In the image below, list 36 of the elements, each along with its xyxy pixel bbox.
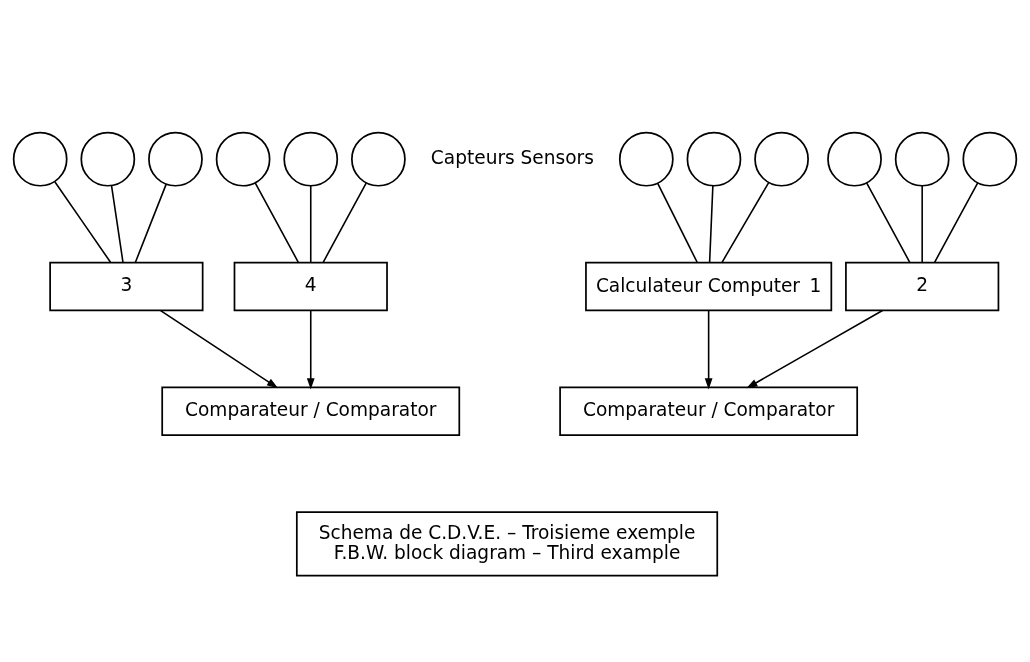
node-circle <box>754 131 809 187</box>
node-circle <box>686 131 742 187</box>
connector <box>933 181 979 263</box>
connector <box>708 184 714 263</box>
node-box: 2 <box>845 261 1000 311</box>
node-circle <box>962 131 1018 187</box>
node-circle <box>894 131 950 187</box>
connector <box>656 182 699 263</box>
arrow <box>306 309 315 389</box>
node-circle <box>827 131 882 187</box>
connector <box>134 183 167 263</box>
connector <box>110 184 124 263</box>
connector <box>309 184 312 263</box>
connector <box>54 180 112 263</box>
node-circle <box>283 131 339 187</box>
connector <box>865 181 911 263</box>
node-circle <box>148 131 203 187</box>
arrow <box>704 309 713 389</box>
node-circle <box>215 131 271 187</box>
connector <box>721 181 770 263</box>
arrow <box>159 309 279 388</box>
connector <box>322 181 368 263</box>
node-circle <box>618 131 674 187</box>
node-circle <box>12 131 68 187</box>
node-box: Schema de C.D.V.E. – Troisieme exemple F.B.W. block diagram – Third example <box>295 510 719 577</box>
node-circle <box>351 131 406 187</box>
label: Capteurs Sensors <box>430 146 594 168</box>
node-box: Comparateur / Comparator <box>559 386 859 436</box>
node-box: 3 <box>49 261 204 311</box>
connector <box>921 184 923 263</box>
arrow <box>746 309 884 388</box>
node-box: 4 <box>233 261 388 311</box>
node-circle <box>80 131 136 187</box>
connector <box>254 181 300 263</box>
node-box: Comparateur / Comparator <box>161 386 461 436</box>
node-box: Calculateur Computer 1 <box>585 261 833 311</box>
